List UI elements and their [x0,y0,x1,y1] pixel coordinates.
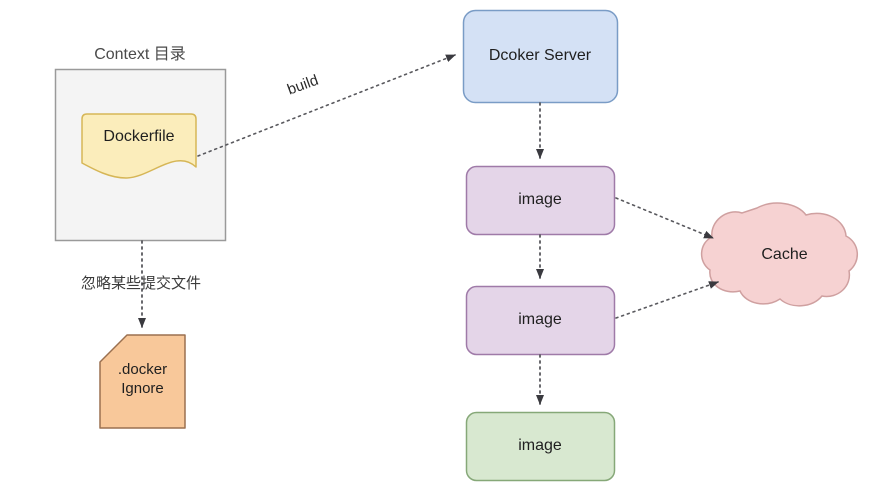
dockerignore-shape [99,334,186,429]
cache-cloud-shape [700,202,858,307]
edge-image1-to-cache [615,197,714,239]
ignore-note-label: 忽略某些提交文件 [80,275,201,292]
image-2-shape [465,285,616,356]
image-3-shape [465,411,616,482]
edge-dockerfile-to-server [197,54,456,157]
image-1-shape [465,165,616,236]
docker-server-shape [462,9,619,104]
dockerfile-shape [81,113,197,179]
context-directory-title: Context 目录 [94,46,186,63]
edge-image2-to-cache [615,281,719,319]
